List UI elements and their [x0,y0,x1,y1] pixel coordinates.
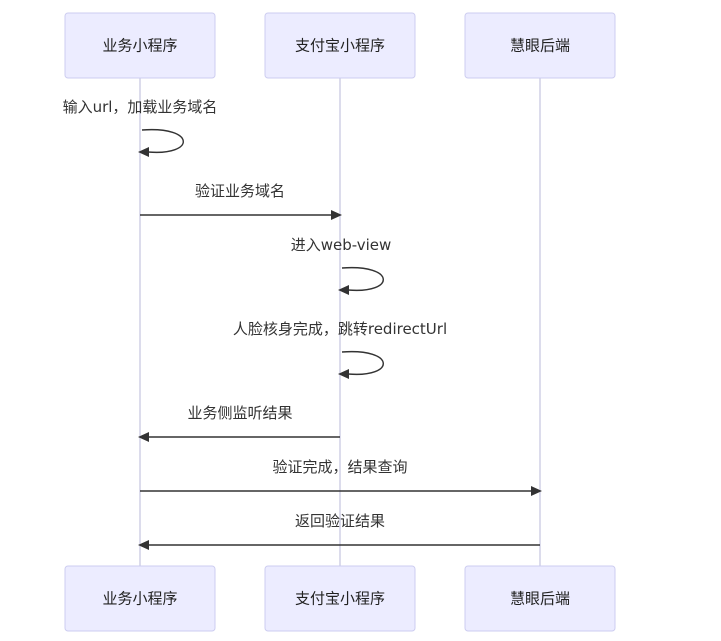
self-loop-line [141,128,184,154]
arrowhead-icon [138,147,149,157]
actor-top-backend: 慧眼后端 [464,12,616,79]
self-loop-line [341,350,384,376]
message-5: 业务侧监听结果 [138,404,340,442]
message-label: 返回验证结果 [295,512,385,530]
message-1: 输入url，加载业务域名 [63,98,218,157]
arrowhead-icon [138,432,149,442]
message-label: 输入url，加载业务域名 [63,98,218,116]
actor-bottom-biz: 业务小程序 [64,565,216,632]
message-label: 业务侧监听结果 [187,404,292,422]
actor-label: 支付宝小程序 [295,37,385,55]
message-label: 验证完成，结果查询 [272,458,407,476]
message-label: 人脸核身完成，跳转redirectUrl [233,320,447,338]
actor-box [64,12,216,79]
message-3: 进入web-view [291,236,392,295]
actor-box [464,12,616,79]
arrowhead-icon [138,540,149,550]
arrowhead-icon [338,369,349,379]
arrowhead-icon [531,486,542,496]
actor-bottom-alipay: 支付宝小程序 [264,565,416,632]
self-loop-line [341,266,384,292]
message-6: 验证完成，结果查询 [140,458,542,496]
actor-box [264,565,416,632]
actor-box [264,12,416,79]
actor-label: 业务小程序 [102,37,177,55]
message-2: 验证业务域名 [140,182,342,220]
actor-label: 支付宝小程序 [295,590,385,608]
actor-label: 业务小程序 [102,590,177,608]
actor-top-alipay: 支付宝小程序 [264,12,416,79]
actor-box [464,565,616,632]
arrowhead-icon [331,210,342,220]
arrowhead-icon [338,285,349,295]
actor-bottom-backend: 慧眼后端 [464,565,616,632]
message-label: 验证业务域名 [195,182,285,200]
message-7: 返回验证结果 [138,512,540,550]
message-label: 进入web-view [291,236,392,254]
actor-box [64,565,216,632]
actor-label: 慧眼后端 [510,590,570,608]
message-4: 人脸核身完成，跳转redirectUrl [233,320,447,379]
actor-label: 慧眼后端 [510,37,570,55]
actor-top-biz: 业务小程序 [64,12,216,79]
